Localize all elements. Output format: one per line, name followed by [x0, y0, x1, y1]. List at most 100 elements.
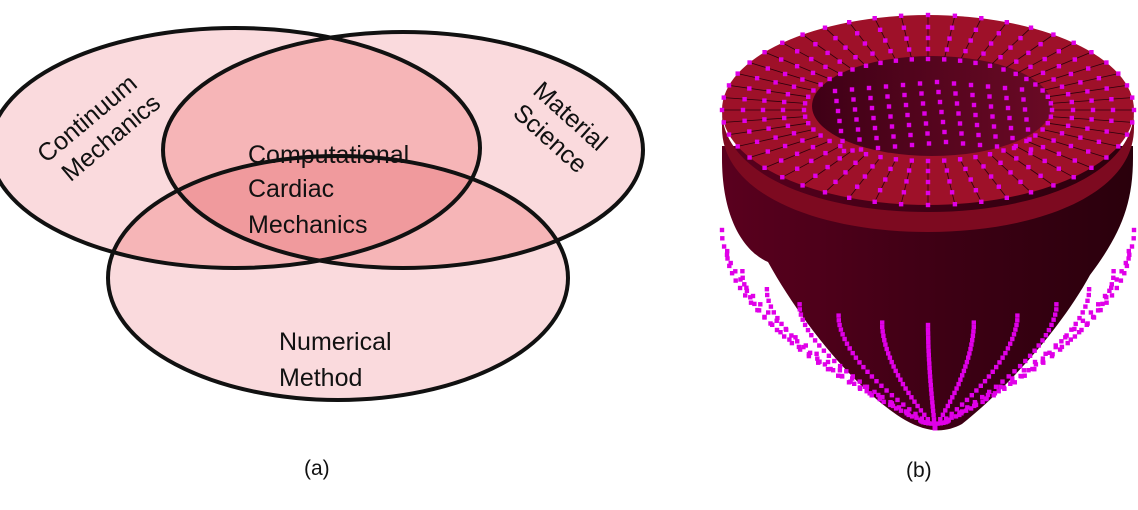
numerical-label-line2: Method [279, 364, 362, 392]
mesh-node [838, 71, 843, 77]
mesh-node [733, 278, 738, 283]
mesh-node [797, 307, 802, 312]
mesh-node [1015, 318, 1020, 323]
mesh-node [858, 147, 864, 152]
mesh-node [1096, 139, 1102, 144]
mesh-node [1131, 236, 1136, 241]
mesh-node [963, 364, 968, 369]
mesh-node [833, 179, 838, 185]
mesh-node [1089, 98, 1094, 103]
mesh-node [789, 340, 795, 346]
mesh-node [900, 82, 906, 88]
mesh-node [1059, 131, 1065, 136]
mesh-node [987, 152, 993, 157]
mesh-node [847, 346, 852, 351]
mesh-node [973, 60, 978, 66]
mesh-node [896, 405, 902, 410]
mesh-node [942, 129, 947, 135]
mesh-node [822, 190, 828, 195]
mesh-node [1131, 227, 1137, 233]
mesh-node [985, 392, 991, 398]
mesh-node [1014, 322, 1019, 328]
mesh-node [1040, 127, 1045, 132]
mesh-node [905, 410, 910, 415]
mesh-node [930, 400, 935, 405]
mesh-node [944, 47, 950, 52]
mesh-node [1063, 335, 1068, 340]
mesh-node [848, 379, 853, 384]
mesh-node [797, 347, 803, 352]
mesh-node [837, 322, 842, 328]
mesh-node [725, 256, 730, 261]
mesh-node [1042, 158, 1047, 164]
mesh-node [1083, 304, 1088, 309]
mesh-node [850, 374, 855, 379]
mesh-node [883, 177, 888, 182]
computational-cardiac-mechanics-label: Computational Cardiac Mechanics [248, 141, 409, 239]
mesh-node [1100, 301, 1105, 307]
mesh-node [1072, 334, 1078, 339]
mesh-node [925, 179, 931, 185]
mesh-node [752, 301, 757, 307]
mesh-node [1049, 322, 1054, 328]
mesh-node [780, 40, 785, 45]
mesh-node [862, 174, 868, 179]
mesh-node [996, 184, 1001, 189]
mesh-node [1038, 42, 1043, 47]
mesh-node [947, 179, 952, 184]
mesh-node [801, 344, 806, 350]
mesh-node [878, 154, 883, 160]
mesh-node [901, 25, 907, 30]
mesh-node [1004, 195, 1009, 200]
mesh-node [1050, 352, 1055, 357]
mesh-node [1049, 107, 1055, 113]
mesh-node [1059, 339, 1064, 344]
mesh-node [970, 92, 975, 98]
mesh-node [1011, 332, 1017, 337]
mesh-node [851, 97, 856, 102]
mesh-node [1071, 175, 1076, 180]
mesh-node [1072, 57, 1077, 62]
mesh-node [832, 88, 838, 94]
mesh-node [1043, 333, 1049, 338]
ventricle-rim-band [722, 110, 1134, 232]
mesh-node [782, 143, 788, 149]
mesh-node [747, 155, 752, 160]
mesh-node [872, 16, 877, 21]
mesh-node [1010, 376, 1015, 381]
mesh-node [1027, 137, 1032, 142]
mesh-node [1028, 190, 1034, 195]
mesh-node [1056, 64, 1062, 69]
mesh-node [963, 408, 969, 413]
mesh-node [1096, 302, 1101, 307]
mesh-node [840, 332, 845, 337]
mesh-node [952, 390, 957, 396]
mesh-node [1054, 302, 1059, 307]
mesh-node [811, 127, 816, 132]
mesh-node [1033, 82, 1038, 87]
mesh-node [942, 57, 947, 62]
mesh-node [796, 344, 802, 350]
mesh-node [1109, 293, 1115, 298]
mesh-node [815, 356, 820, 361]
mesh-node [1024, 117, 1029, 122]
mesh-node [1131, 107, 1137, 113]
mesh-node [1012, 380, 1017, 385]
mesh-node [784, 327, 789, 332]
mesh-node [1023, 358, 1028, 364]
mesh-node [779, 57, 784, 62]
mesh-node [909, 414, 915, 419]
mesh-node [1024, 138, 1029, 144]
caption-a: (a) [304, 457, 330, 480]
mesh-node [1084, 322, 1089, 327]
mesh-node [1065, 92, 1071, 97]
mesh-node [1003, 350, 1008, 356]
mesh-node [719, 227, 725, 233]
mesh-node [898, 13, 904, 18]
mesh-node [886, 104, 892, 109]
mesh-node [898, 408, 904, 413]
mesh-node [968, 346, 973, 352]
mesh-node [843, 170, 848, 175]
mesh-node [836, 313, 841, 318]
